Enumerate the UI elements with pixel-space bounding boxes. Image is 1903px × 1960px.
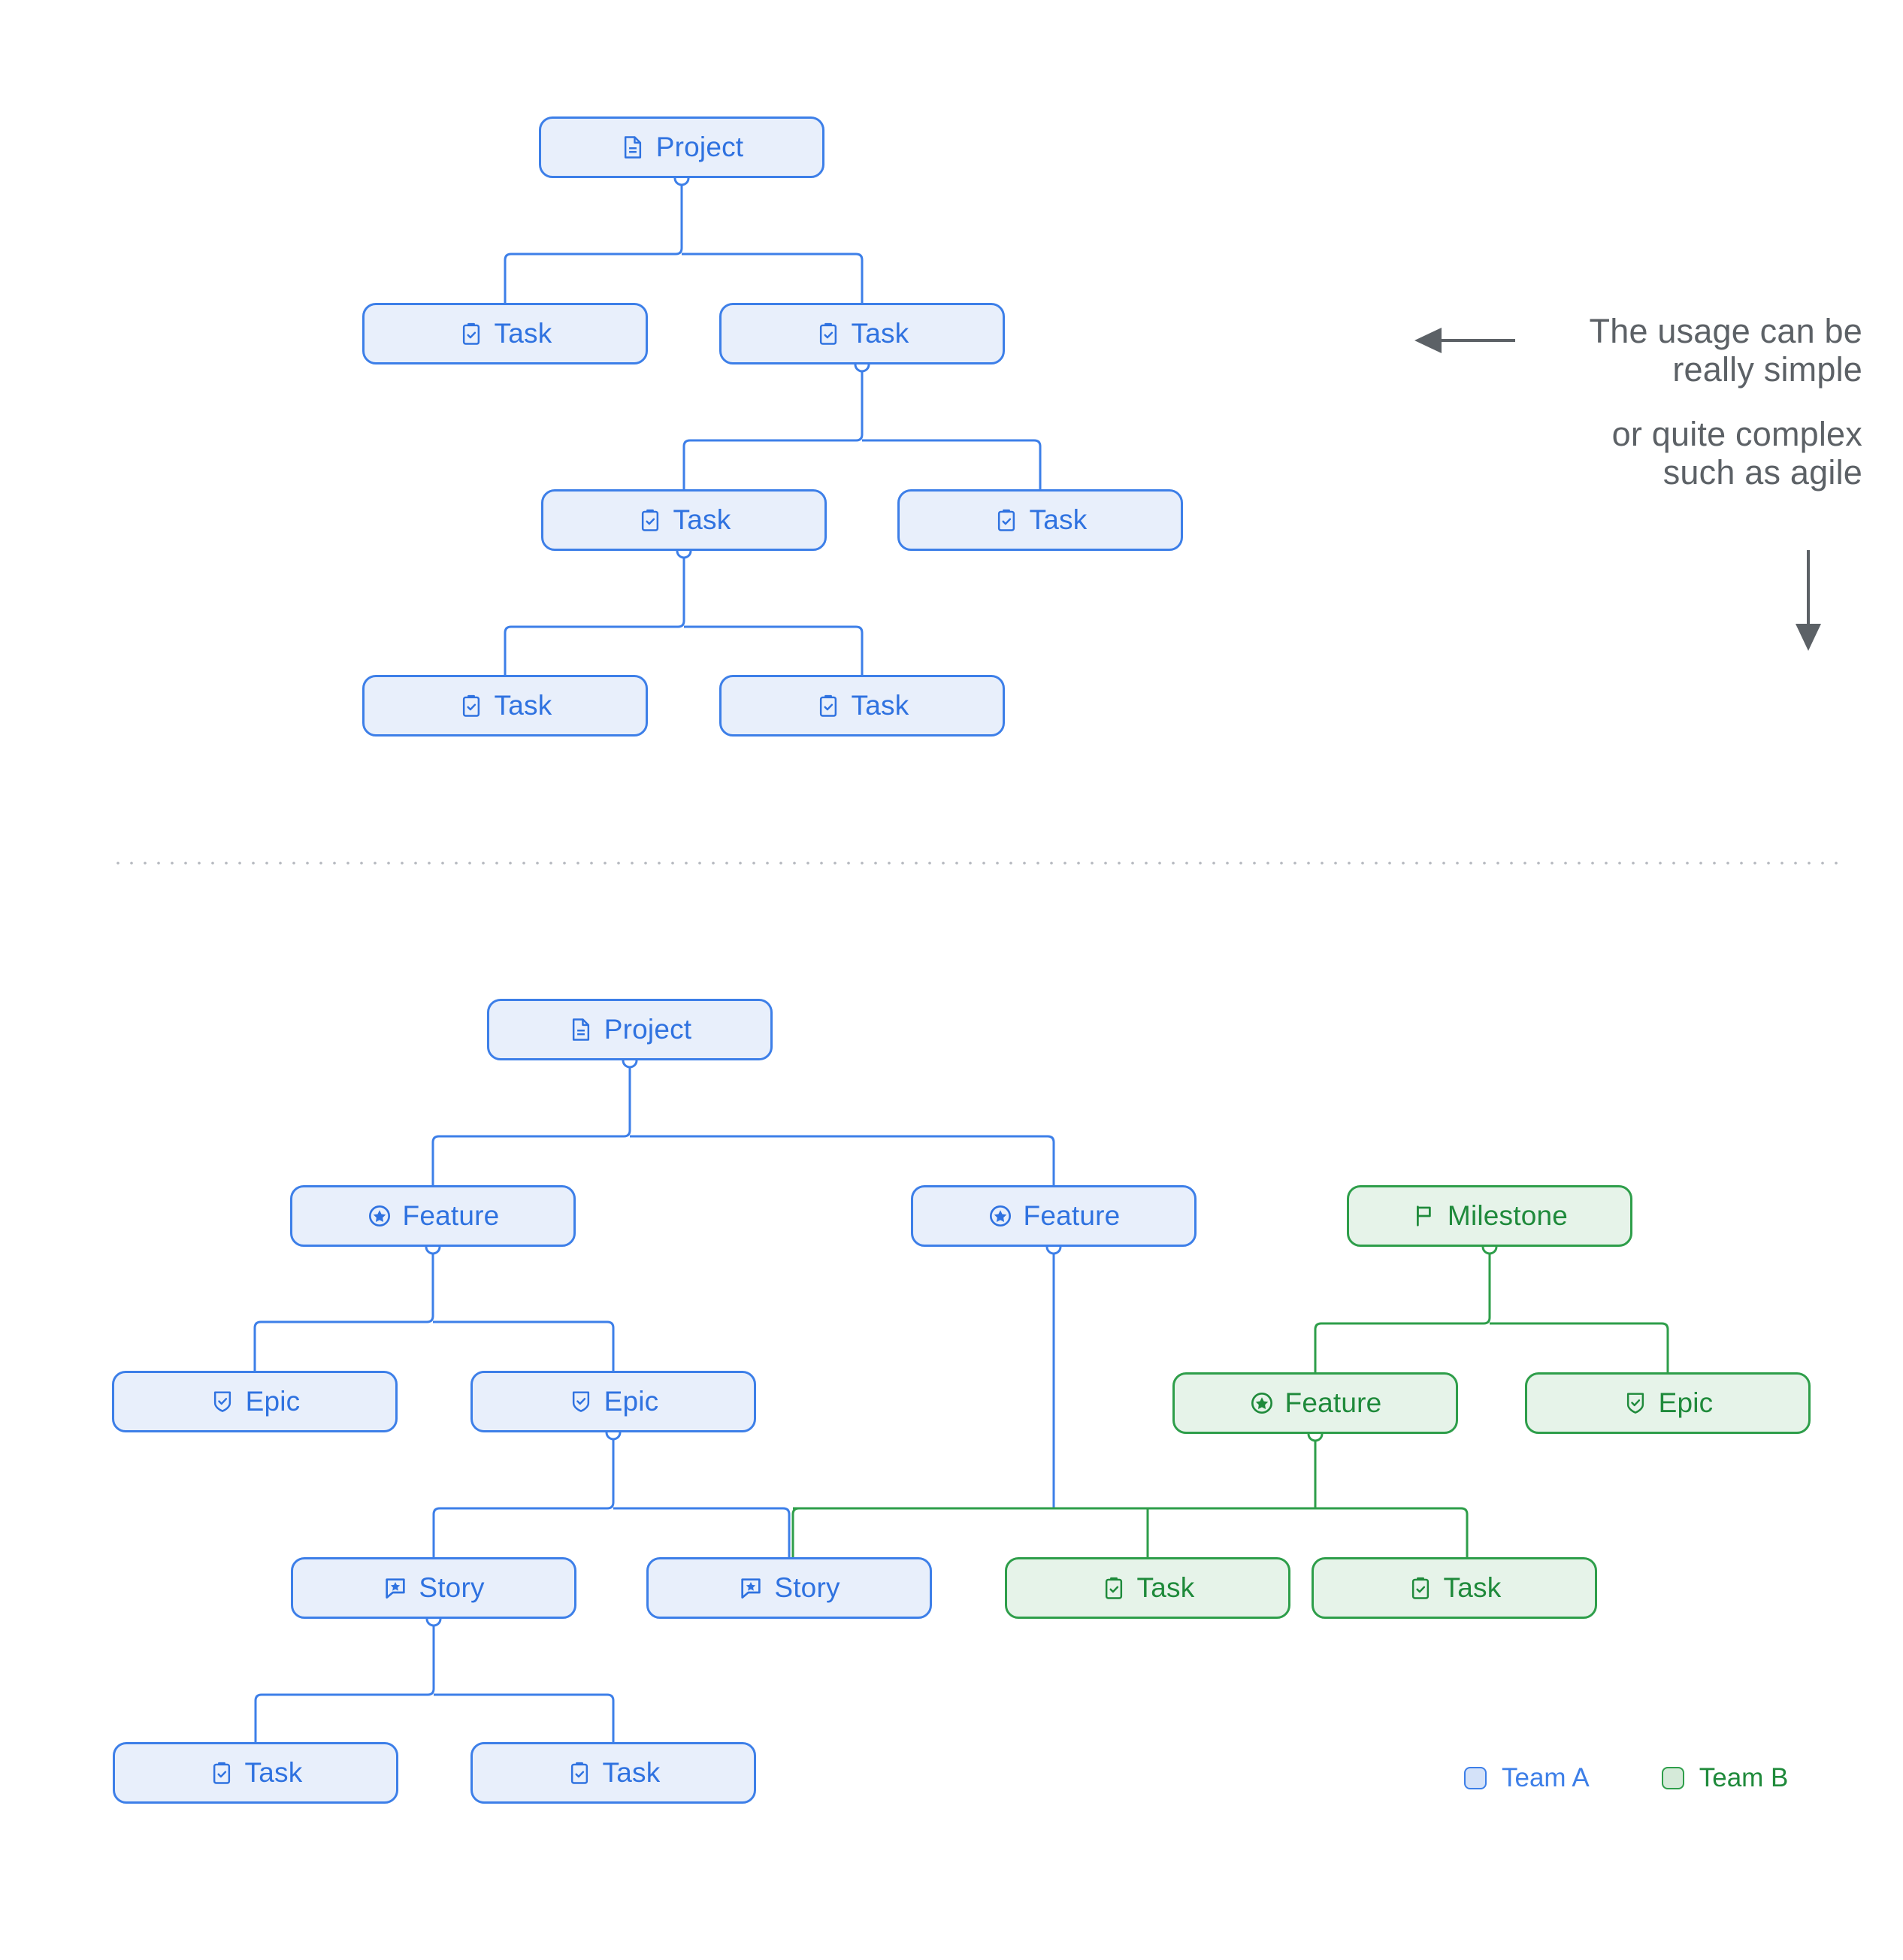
chat-star-icon [383, 1575, 408, 1601]
clipboard-check-icon [637, 507, 663, 533]
legend: Team A Team B [1464, 1765, 1788, 1791]
node-feature[interactable]: Feature [1172, 1372, 1458, 1434]
shield-check-icon [568, 1389, 594, 1414]
node-task[interactable]: Task [719, 303, 1005, 364]
star-circle-icon [1249, 1390, 1275, 1416]
node-label: Task [494, 317, 552, 349]
shield-check-icon [210, 1389, 235, 1414]
node-task[interactable]: Task [1312, 1557, 1597, 1619]
chat-star-icon [738, 1575, 764, 1601]
clipboard-check-icon [458, 693, 484, 718]
clipboard-check-icon [815, 693, 841, 718]
legend-swatch-icon [1661, 1766, 1684, 1789]
node-label: Feature [402, 1199, 500, 1231]
node-label: Milestone [1447, 1199, 1569, 1231]
left-arrow-icon [1411, 312, 1517, 359]
node-label: Task [1443, 1571, 1502, 1603]
document-icon [568, 1017, 594, 1042]
node-story[interactable]: Story [291, 1557, 576, 1619]
document-icon [620, 135, 646, 160]
annotation-paragraph-1: The usage can be really simple [1517, 312, 1862, 389]
node-label: Task [851, 317, 909, 349]
node-task[interactable]: Task [113, 1742, 398, 1804]
node-label: Project [604, 1013, 692, 1045]
star-circle-icon [988, 1203, 1013, 1229]
node-task[interactable]: Task [719, 675, 1005, 737]
annotation-line-4: such as agile [1662, 452, 1862, 492]
node-label: Project [655, 131, 744, 162]
node-label: Epic [245, 1385, 301, 1417]
node-milestone[interactable]: Milestone [1347, 1185, 1632, 1247]
node-label: Feature [1023, 1199, 1121, 1231]
shield-check-icon [1623, 1390, 1648, 1416]
node-project[interactable]: Project [487, 999, 773, 1060]
clipboard-check-icon [458, 321, 484, 346]
legend-item-team-b: Team B [1661, 1763, 1789, 1792]
node-label: Task [1136, 1571, 1195, 1603]
node-label: Story [774, 1571, 840, 1603]
clipboard-check-icon [567, 1760, 592, 1786]
down-arrow-icon [1793, 549, 1823, 658]
node-label: Feature [1284, 1387, 1382, 1418]
node-epic[interactable]: Epic [1525, 1372, 1811, 1434]
legend-label: Team B [1699, 1763, 1789, 1792]
node-label: Task [673, 504, 731, 535]
flag-icon [1411, 1203, 1437, 1229]
node-task[interactable]: Task [1005, 1557, 1290, 1619]
clipboard-check-icon [994, 507, 1019, 533]
annotation-line-2: really simple [1672, 350, 1862, 389]
node-label: Task [244, 1756, 303, 1788]
clipboard-check-icon [209, 1760, 234, 1786]
node-task[interactable]: Task [362, 303, 648, 364]
node-label: Epic [1658, 1387, 1714, 1418]
star-circle-icon [367, 1203, 392, 1229]
node-story[interactable]: Story [646, 1557, 932, 1619]
clipboard-check-icon [815, 321, 841, 346]
node-label: Task [1029, 504, 1088, 535]
clipboard-check-icon [1408, 1575, 1433, 1601]
annotation-line-3: or quite complex [1611, 414, 1862, 453]
node-label: Story [419, 1571, 485, 1603]
node-task[interactable]: Task [362, 675, 648, 737]
node-feature[interactable]: Feature [290, 1185, 576, 1247]
node-label: Task [851, 689, 909, 721]
legend-item-team-a: Team A [1464, 1765, 1590, 1791]
node-project[interactable]: Project [539, 116, 824, 178]
node-epic[interactable]: Epic [470, 1371, 756, 1432]
node-task[interactable]: Task [470, 1742, 756, 1804]
node-label: Task [602, 1756, 661, 1788]
annotation-paragraph-2: or quite complex such as agile [1517, 415, 1862, 492]
section-divider [111, 861, 1845, 865]
node-task[interactable]: Task [541, 489, 827, 551]
annotation-line-1: The usage can be [1589, 312, 1862, 350]
legend-swatch-icon [1464, 1766, 1487, 1789]
node-label: Task [494, 689, 552, 721]
node-label: Epic [604, 1385, 659, 1417]
annotation-block: The usage can be really simple or quite … [1411, 312, 1862, 492]
node-task[interactable]: Task [897, 489, 1183, 551]
legend-label: Team A [1502, 1763, 1590, 1792]
clipboard-check-icon [1101, 1575, 1127, 1601]
node-feature[interactable]: Feature [911, 1185, 1197, 1247]
node-epic[interactable]: Epic [112, 1371, 398, 1432]
